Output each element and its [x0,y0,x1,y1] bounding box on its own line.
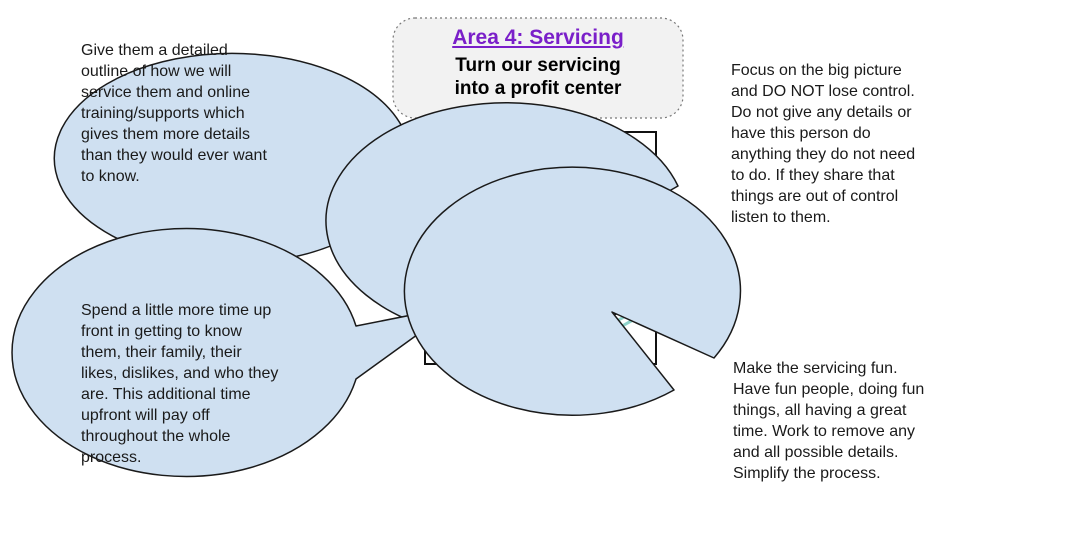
bubble-text-line: them, their family, their [81,344,242,361]
title-subtitle: Turn our servicing into a profit center [393,54,683,100]
bubble-bottom-left-text: Spend a little more time up front in get… [81,300,278,468]
bubble-text-line: to know. [81,168,140,185]
bubble-text-line: time. Work to remove any [733,423,915,440]
title-heading: Area 4: Servicing [452,26,624,49]
bubble-text-line: have this person do [731,125,871,142]
title-subtitle-line: Turn our servicing [455,55,621,76]
bubble-text-line: Focus on the big picture [731,62,902,79]
bubble-text-line: likes, dislikes, and who they [81,365,279,382]
bubble-text-line: Simplify the process. [733,465,881,482]
bubble-text-line: outline of how we will [81,63,232,80]
bubble-text-line: things are out of control [731,188,899,205]
bubble-top-left-text: Give them a detailed outline of how we w… [81,40,267,187]
bubble-text-line: throughout the whole [81,428,231,445]
bubble-text-line: and DO NOT lose control. [731,83,915,100]
bubble-text-line: are. This additional time [81,386,251,403]
bubble-text-line: upfront will pay off [81,407,210,424]
title-box [392,17,684,119]
bubble-text-line: service them and online [81,84,250,101]
bubble-text-line: Spend a little more time up [81,302,272,319]
bubble-text-line: than they would ever want [81,147,267,164]
bubble-text-line: Do not give any details or [731,104,912,121]
bubble-text-line: listen to them. [731,209,831,226]
bubble-text-line: Give them a detailed [81,42,228,59]
bubble-text-line: Have fun people, doing fun [733,381,925,398]
bubble-text-line: gives them more details [81,126,250,143]
bubble-bottom-right [403,166,742,416]
bubble-bottom-right-text: Make the servicing fun. Have fun people,… [733,358,924,484]
bubble-bottom-left [11,227,458,478]
bubble-text-line: and all possible details. [733,444,899,461]
title-subtitle-line: into a profit center [454,78,622,99]
bubble-text-line: Make the servicing fun. [733,360,898,377]
title-area: Area 4: Servicing Turn our servicing int… [393,18,683,118]
bubble-top-right-text: Focus on the big picture and DO NOT lose… [731,60,915,228]
bubble-text-line: training/supports which [81,105,245,122]
bubble-text-line: to do. If they share that [731,167,895,184]
bubble-text-line: front in getting to know [81,323,242,340]
bubble-text-line: process. [81,449,142,466]
bubble-text-line: things, all having a great [733,402,907,419]
bubble-text-line: anything they do not need [731,146,916,163]
